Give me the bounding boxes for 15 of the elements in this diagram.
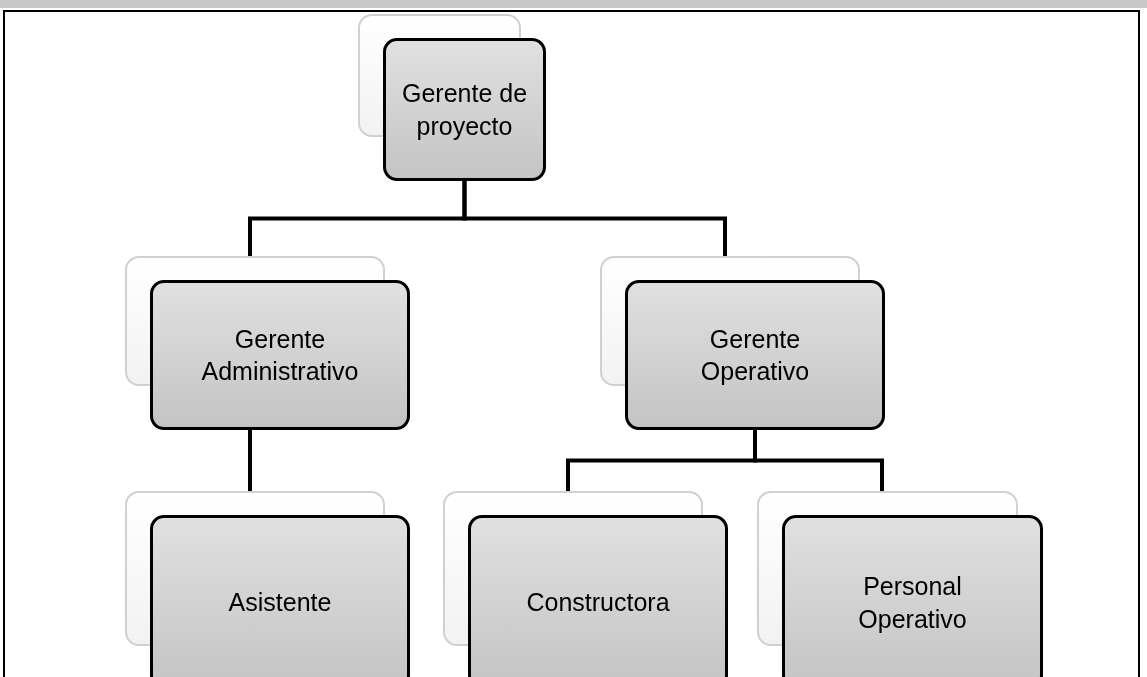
org-box: [625, 280, 885, 430]
org-box: [383, 38, 546, 181]
org-box: [468, 515, 728, 677]
org-box: [150, 515, 410, 677]
org-box: [150, 280, 410, 430]
connector-line: [248, 430, 252, 491]
role-label: Personal Operativo: [857, 571, 968, 635]
role-label: Asistente: [228, 587, 332, 619]
connector-line: [753, 430, 884, 491]
role-label: Gerente Administrativo: [200, 323, 360, 387]
role-label: Gerente de proyecto: [400, 78, 529, 142]
org-box: [782, 515, 1043, 677]
role-label: Constructora: [526, 587, 670, 619]
role-label: Gerente Operativo: [699, 323, 811, 387]
connector-line: [462, 181, 727, 256]
